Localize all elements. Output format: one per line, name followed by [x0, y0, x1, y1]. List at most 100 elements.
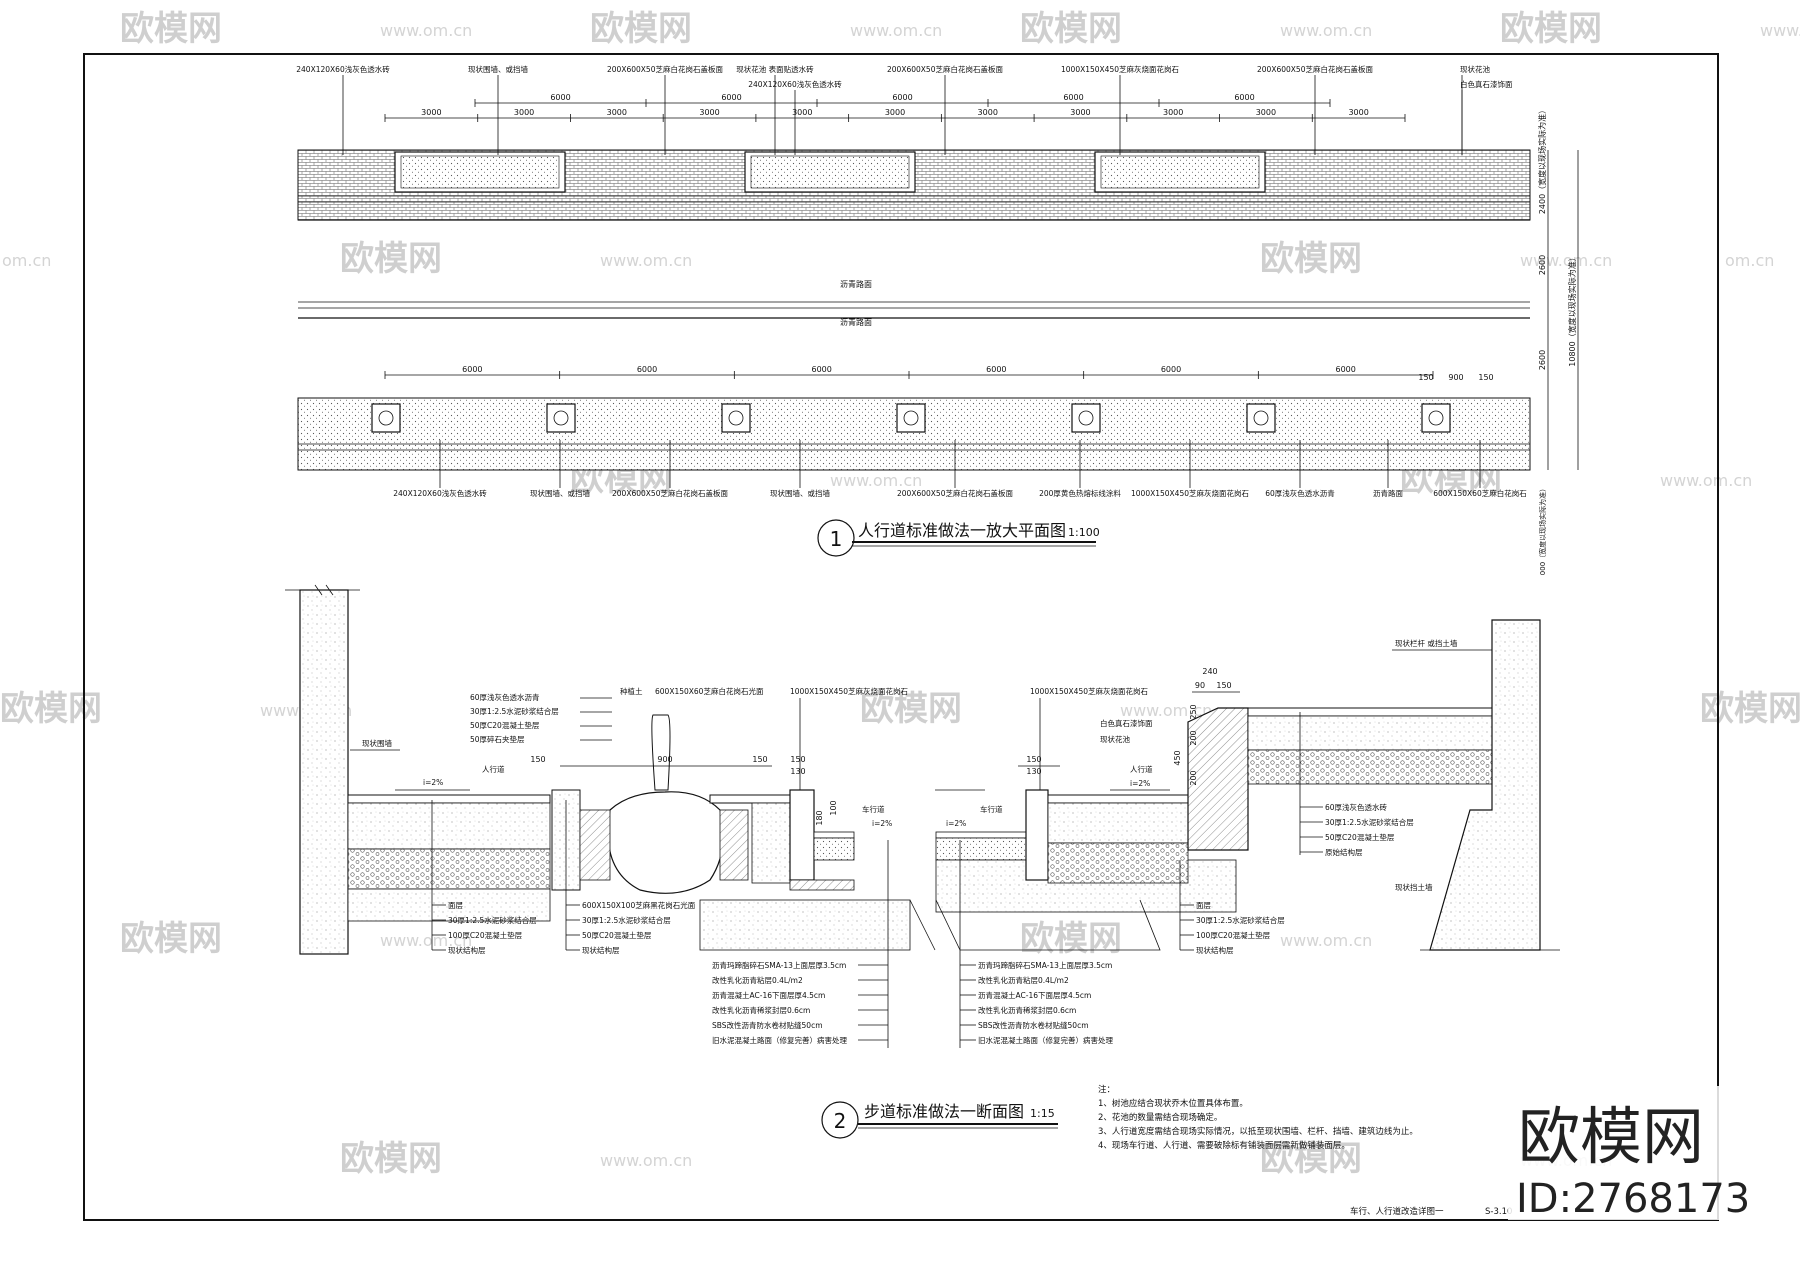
road-layer-right: SBS改性沥青防水卷材贴缝50cm [978, 1020, 1089, 1030]
watermark-site: www.om.cn [380, 21, 472, 40]
sheet-frame [83, 53, 1719, 1221]
watermark-brand: 欧模网 [340, 239, 442, 279]
tree-label: 种植土 [620, 686, 643, 696]
watermark-layer: 欧模网 www.om.cn 欧模网 www.om.cn 欧模网 www.om.cn 欧模网 w… [0, 9, 1800, 1179]
section-dim-label: 100 [829, 800, 838, 815]
plan-top-label: 现状花池 表面贴透水砖 [736, 64, 814, 74]
plan-planters [394, 151, 1266, 193]
section-dim-label: 150 [530, 755, 545, 764]
note-4: 4、现场车行道、人行道、需要破除标有铺装面层需新做铺装面层。 [1098, 1140, 1350, 1151]
right-top-label: 现状栏杆 或挡土墙 [1395, 638, 1458, 648]
plan-bottom-label: 200厚黄色热熔标线涂料 [1039, 488, 1121, 498]
section-dim-label: 130 [1026, 767, 1041, 776]
road-layer-right: 改性乳化沥青粘层0.4L/m2 [978, 975, 1069, 985]
plan-title: 人行道标准做法一放大平面图 [858, 521, 1066, 540]
section-title-circle [821, 1101, 859, 1139]
stone-label: 600X150X60芝麻白花岗石光面 [655, 686, 764, 696]
watermark-brand: 欧模网 [120, 919, 222, 959]
right-wall-label: 现状挡土墙 [1395, 882, 1433, 892]
watermark-site: www.om.cn [1660, 471, 1752, 490]
watermark-site: www.om.cn [850, 21, 942, 40]
watermark-site: www.om.cn [600, 251, 692, 270]
notes: 注： 1、树池应结合现状乔木位置具体布置。 2、花池的数量需结合现场确定。 3、… [1098, 1084, 1418, 1151]
plan-top-label: 白色真石漆饰面 [1460, 79, 1513, 89]
plan-right-dim-4: 10800（宽度以现场实际为准） [1567, 253, 1577, 366]
right-label: 现状花池 [1100, 734, 1130, 744]
right-slope-label: i=2% [1130, 779, 1150, 788]
stone-label: 1000X150X450芝麻灰烧面花岗石 [1030, 686, 1148, 696]
carriageway-label-right: 车行道 [980, 804, 1003, 814]
road-layer-right: 沥青混凝土AC-16下面层厚4.5cm [978, 990, 1091, 1000]
brand-name: 欧模网 [1518, 1100, 1704, 1173]
plan-top-label: 200X600X50芝麻白花岗石盖板面 [607, 64, 723, 74]
watermark-brand: 欧模网 [340, 1139, 442, 1179]
dim-label: 3000 [1256, 108, 1276, 117]
plan-bottom-label: 现状围墙、或挡墙 [770, 488, 830, 498]
watermark-brand: 欧模网 [120, 9, 222, 49]
tree-icon [378, 410, 394, 426]
plan-title-circle [817, 519, 855, 557]
small-dim-label: 150 [1418, 373, 1433, 382]
right-layer: 原始结构层 [1325, 847, 1363, 857]
section-dim-label: 150 [790, 755, 805, 764]
dim-label: 3000 [607, 108, 627, 117]
plan-tree-pits [371, 403, 1451, 433]
tree-icon [728, 410, 744, 426]
lower-left-layer: 30厚1:2.5水泥砂浆结合层 [448, 915, 537, 925]
watermark-site: www.om.cn [380, 931, 472, 950]
plan-top-label: 240X120X60浅灰色透水砖 [296, 64, 390, 74]
right-label: 白色真石漆饰面 [1100, 718, 1153, 728]
section-view: 现状围墙人行道i=2%种植土60厚浅灰色透水沥青30厚1:2.5水泥砂浆结合层5… [285, 584, 1560, 1139]
plan-top-label: 现状围墙、或挡墙 [468, 64, 528, 74]
watermark-site: www.om.cn [600, 1151, 692, 1170]
section-dim-label: 150 [752, 755, 767, 764]
layer-top-left: 30厚1:2.5水泥砂浆结合层 [470, 706, 559, 716]
dim-label: 6000 [1063, 93, 1083, 102]
tree-icon [553, 410, 569, 426]
road-layer-left: 沥青混凝土AC-16下面层厚4.5cm [712, 990, 825, 1000]
tree-pit [896, 403, 926, 433]
lower-mid-layer: 600X150X100芝麻黑花岗石光面 [582, 900, 696, 910]
note-1: 1、树池应结合现状乔木位置具体布置。 [1098, 1098, 1248, 1109]
section-title-number: 2 [834, 1109, 847, 1133]
road-layer-left: 改性乳化沥青粘层0.4L/m2 [712, 975, 803, 985]
section-dim-label: 900 [657, 755, 672, 764]
walkway-label: 人行道 [482, 764, 505, 774]
road-layer-left: 改性乳化沥青稀浆封层0.6cm [712, 1005, 810, 1015]
watermark-brand: 欧模网 [1260, 239, 1362, 279]
plan-top-label: 240X120X60浅灰色透水砖 [748, 79, 842, 89]
layer-top-left: 60厚浅灰色透水沥青 [470, 692, 540, 702]
right-layer: 60厚浅灰色透水砖 [1325, 802, 1388, 812]
watermark-brand: 欧模网 [1020, 9, 1122, 49]
watermark-brand: 欧模网 [860, 689, 962, 729]
road-layer-right: 沥青玛蹄脂碎石SMA-13上面层厚3.5cm [978, 960, 1112, 970]
title-block-name: 车行、人行道改造详图一 [1350, 1206, 1444, 1217]
watermark-site: www.om.cn [1280, 931, 1372, 950]
watermark-site: om.cn [2, 251, 51, 270]
dim-label: 6000 [811, 365, 831, 374]
plan-bottom-label: 60厚浅灰色透水沥青 [1265, 488, 1335, 498]
plan-right-dim-2: 2600 [1538, 255, 1547, 275]
dim-label: 6000 [637, 365, 657, 374]
watermark-site: www.om.cn [1520, 251, 1612, 270]
planter-soil [1100, 155, 1260, 189]
plan-scale: 1:100 [1068, 526, 1100, 539]
small-dim-label: 900 [1448, 373, 1463, 382]
section-dim-label: 130 [790, 767, 805, 776]
dim-label: 6000 [986, 365, 1006, 374]
watermark-brand: 欧模网 [0, 689, 102, 729]
plan-bottom-label: 600X150X60芝麻白花岗石 [1433, 488, 1527, 498]
watermark-site: www.om.cn [830, 471, 922, 490]
watermark-site: om.cn [1725, 251, 1774, 270]
section-dim-label: 450 [1173, 750, 1182, 765]
dim-label: 3000 [1348, 108, 1368, 117]
dim-label: 3000 [1070, 108, 1090, 117]
dim-label: 6000 [721, 93, 741, 102]
carriageway-label-left: 车行道 [862, 804, 885, 814]
dim-label: 3000 [699, 108, 719, 117]
slope-mid-label: i=2% [946, 819, 966, 828]
plan-top-label: 200X600X50芝麻白花岗石盖板面 [1257, 64, 1373, 74]
plan-right-dim-1: 2400（宽度以现场实际为准） [1537, 106, 1547, 214]
